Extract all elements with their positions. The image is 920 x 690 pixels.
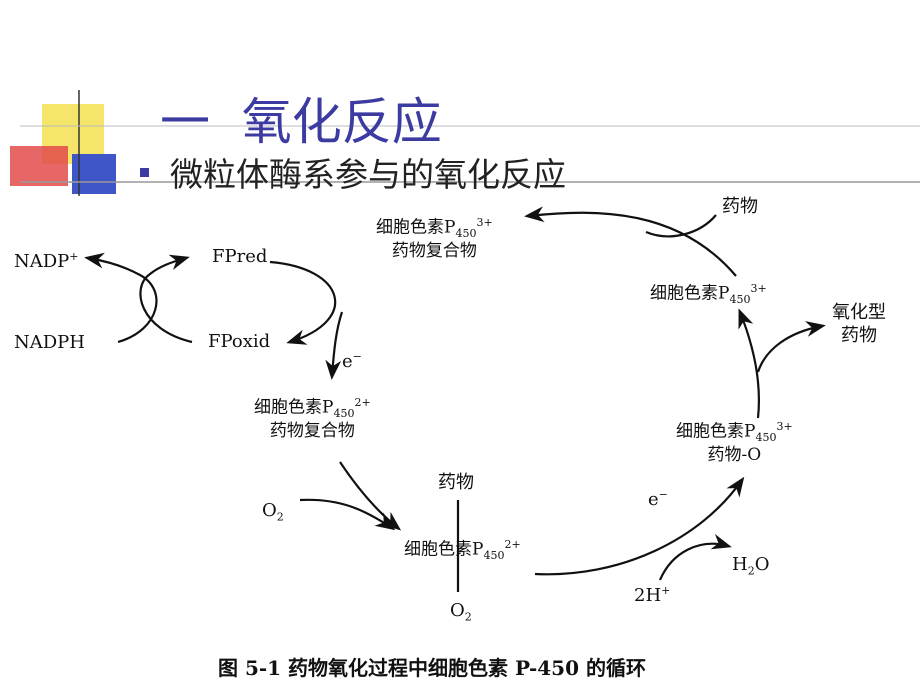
- label-complex-right: 细胞色素P4503+ 药物-O: [676, 420, 793, 465]
- label-e1: e−: [342, 350, 362, 372]
- label-o2-left: O2: [262, 500, 284, 524]
- label-complex-left: 细胞色素P4502+ 药物复合物: [254, 396, 371, 441]
- label-o2-bottom: O2: [450, 600, 472, 624]
- label-oxidized-drug: 氧化型 药物: [832, 302, 886, 346]
- slide-title: 一 氧化反应: [160, 82, 442, 154]
- title-decoration: [10, 90, 920, 196]
- label-e2: e−: [648, 488, 668, 510]
- label-fpoxid: FPoxid: [208, 331, 271, 352]
- subtitle: 微粒体酶系参与的氧化反应: [170, 155, 566, 194]
- decor-red-square: [10, 146, 68, 186]
- arrow-left-to-center: [339, 461, 402, 531]
- arrow-o2-to-center: [299, 498, 396, 531]
- arrow-center-to-right: [534, 476, 745, 576]
- label-nadp: NADP+: [14, 250, 79, 272]
- label-fpred: FPred: [212, 246, 268, 267]
- bullet-square: [140, 168, 149, 177]
- arrow-e-to-complex: [325, 311, 344, 380]
- label-2h: 2H+: [634, 584, 671, 606]
- arrow-2h-to-h2o: [658, 534, 732, 581]
- label-drug-top-right: 药物: [722, 196, 758, 217]
- figure-caption: 图 5-1 药物氧化过程中细胞色素 P-450 的循环: [218, 656, 646, 680]
- arrow-to-oxidized-drug: [756, 321, 826, 373]
- title-number: 一: [160, 93, 210, 151]
- label-nadph: NADPH: [14, 332, 85, 353]
- arrow-up-to-top: [524, 206, 737, 277]
- arrow-fpred-loop: [269, 260, 337, 345]
- arrow-right-to-up: [738, 308, 760, 419]
- arrow-fpoxid-to-fpred: [139, 254, 193, 344]
- label-complex-center: 细胞色素P4502+: [404, 538, 521, 563]
- label-drug-center: 药物: [438, 472, 474, 493]
- arrow-nadph-to-nadp: [84, 252, 158, 344]
- label-h2o: H2O: [732, 554, 770, 578]
- label-complex-right-up: 细胞色素P4503+: [650, 282, 767, 307]
- label-complex-top: 细胞色素P4503+ 药物复合物: [376, 216, 493, 261]
- title-text: 氧化反应: [241, 93, 442, 151]
